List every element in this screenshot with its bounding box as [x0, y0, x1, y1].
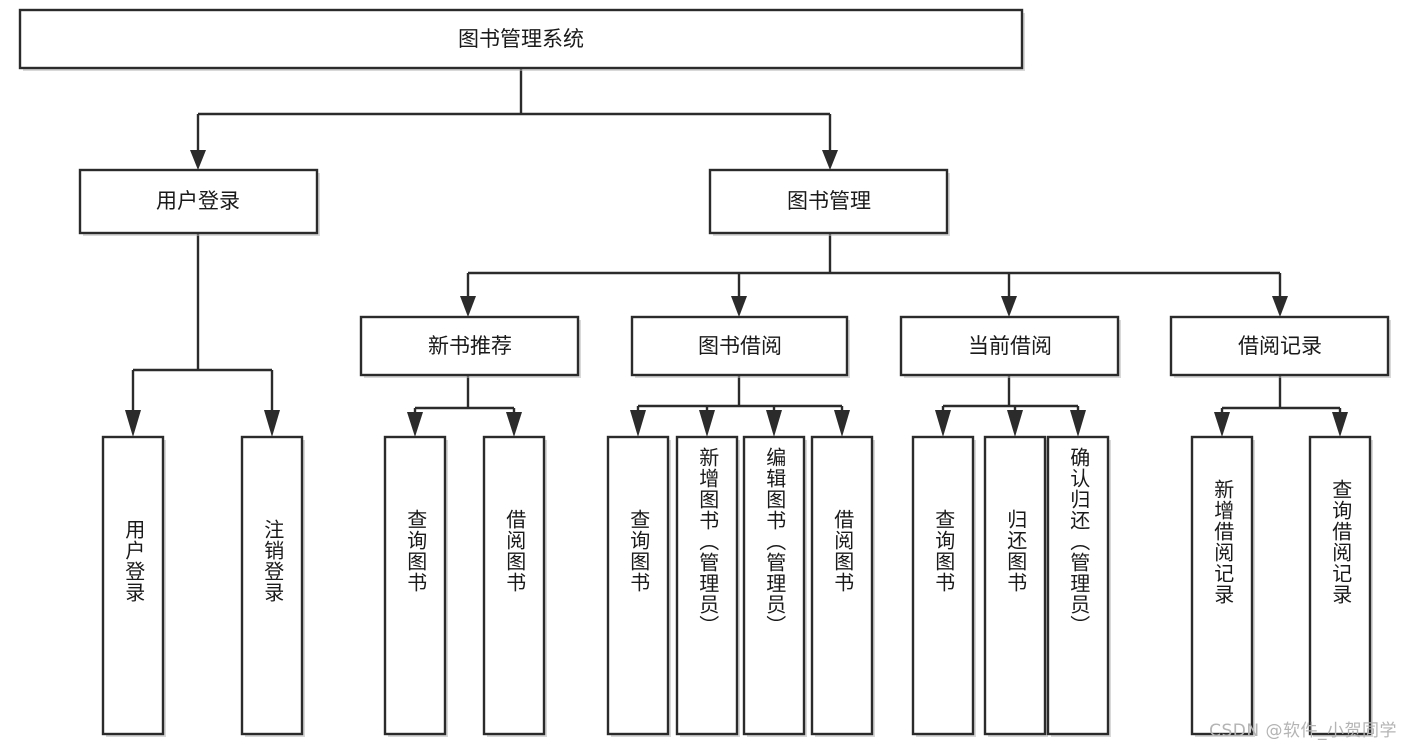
arrowhead-leaf-confirm-return [1070, 410, 1086, 437]
leaf-borrow-book-rec-box[interactable] [482, 435, 546, 736]
connector-group-current-borrow-to-leaves [935, 375, 1086, 437]
connector-group-new-book-rec-to-leaves [407, 375, 522, 437]
node-root-box[interactable] [18, 8, 1024, 70]
leaf-query-record-box[interactable] [1308, 435, 1372, 736]
node-book-manage[interactable]: 图书管理 [708, 168, 950, 236]
node-current-borrow-label: 当前借阅 [968, 334, 1052, 358]
arrowhead-leaf-query-record [1332, 412, 1348, 437]
leaf-boxes [101, 435, 1373, 737]
arrowhead-book-manage [822, 150, 838, 170]
node-borrow-record-box[interactable] [1169, 315, 1390, 377]
arrowhead-leaf-user-logout [264, 410, 280, 437]
node-root-label: 图书管理系统 [458, 27, 584, 51]
leaf-query-book-rec-box[interactable] [383, 435, 447, 736]
leaf-add-record-box[interactable] [1190, 435, 1254, 736]
node-book-manage-label: 图书管理 [787, 189, 871, 213]
leaf-return-book-box[interactable] [983, 435, 1047, 736]
node-user-login[interactable]: 用户登录 [78, 168, 320, 236]
node-current-borrow[interactable]: 当前借阅 [899, 315, 1121, 378]
arrowhead-leaf-add-book [699, 410, 715, 437]
arrowhead-leaf-add-record [1214, 412, 1230, 437]
connector-group-user-login-to-leaves [125, 233, 280, 437]
node-book-manage-box[interactable] [708, 168, 949, 235]
arrowhead-user-login [190, 150, 206, 170]
connector-group-book-manage-to-level3 [460, 233, 1288, 317]
arrowhead-new-book-rec [460, 296, 476, 317]
node-user-login-label: 用户登录 [156, 189, 240, 213]
node-user-login-box[interactable] [78, 168, 319, 235]
leaf-borrow-book-box[interactable] [810, 435, 874, 736]
node-root[interactable]: 图书管理系统 [18, 8, 1025, 71]
leaf-add-book-box[interactable] [675, 435, 739, 736]
connector-group-root-to-level2 [190, 68, 838, 170]
arrowhead-leaf-borrow-book-rec [506, 412, 522, 437]
connector-group-borrow-record-to-leaves [1214, 375, 1348, 437]
node-new-book-rec[interactable]: 新书推荐 [359, 315, 581, 378]
arrowhead-book-borrow [731, 296, 747, 317]
csdn-watermark: CSDN @软件_小贺同学 [1209, 721, 1397, 741]
leaf-query-book-cur-box[interactable] [911, 435, 975, 736]
leaf-query-book-borrow-box[interactable] [606, 435, 670, 736]
arrowhead-leaf-query-book-borrow [630, 410, 646, 437]
arrowhead-leaf-user-login [125, 410, 141, 437]
node-book-borrow-label: 图书借阅 [698, 334, 782, 358]
arrowhead-borrow-record [1272, 296, 1288, 317]
arrowhead-leaf-borrow-book [834, 410, 850, 437]
node-new-book-rec-box[interactable] [359, 315, 580, 377]
arrowhead-leaf-return-book [1007, 410, 1023, 437]
node-new-book-rec-label: 新书推荐 [428, 334, 512, 358]
arrowhead-current-borrow [1001, 296, 1017, 317]
node-book-borrow[interactable]: 图书借阅 [630, 315, 850, 378]
arrowhead-leaf-query-book-cur [935, 410, 951, 437]
arrowhead-leaf-edit-book [766, 410, 782, 437]
arrowhead-leaf-query-book-rec [407, 412, 423, 437]
node-current-borrow-box[interactable] [899, 315, 1120, 377]
leaf-user-logout-box[interactable] [240, 435, 304, 736]
node-book-borrow-box[interactable] [630, 315, 849, 377]
leaf-confirm-return-box[interactable] [1046, 435, 1110, 736]
node-borrow-record[interactable]: 借阅记录 [1169, 315, 1391, 378]
node-borrow-record-label: 借阅记录 [1238, 334, 1322, 358]
leaf-user-login-box[interactable] [101, 435, 165, 736]
connector-group-book-borrow-to-leaves [630, 375, 850, 437]
leaf-edit-book-box[interactable] [742, 435, 806, 736]
